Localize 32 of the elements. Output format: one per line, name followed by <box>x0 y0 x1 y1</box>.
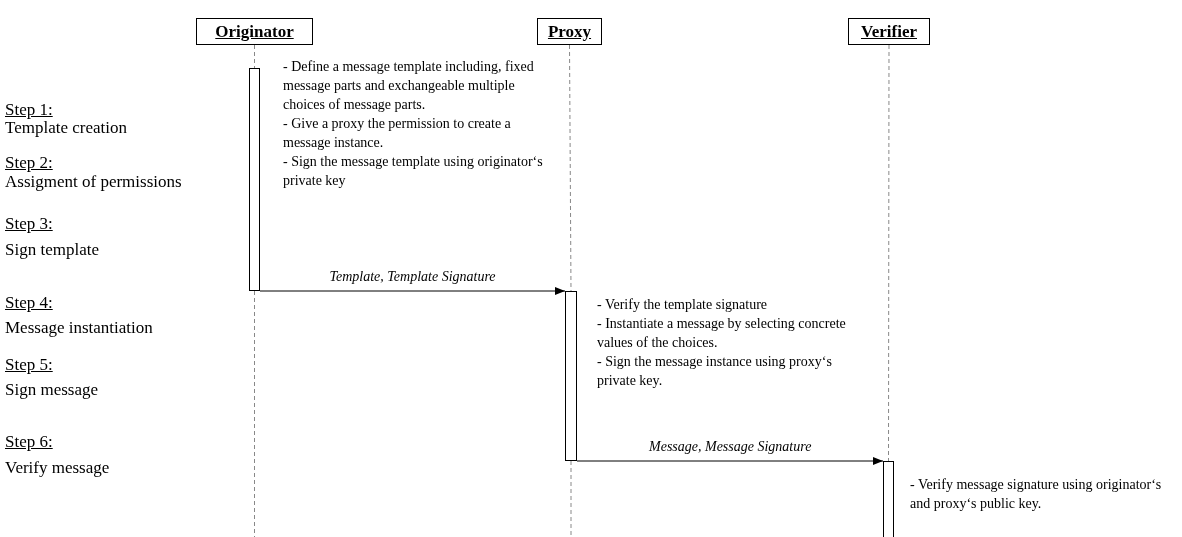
edge-label: Template, Template Signature <box>327 269 498 285</box>
note-text: - Instantiate a message by selecting concrete values of the choices. <box>597 315 847 352</box>
note-text: - Sign the message instance using proxy‘s private key. <box>597 353 833 390</box>
activation-bar <box>883 461 894 537</box>
step-title: Verify message <box>5 458 110 478</box>
step-title: Assigment of permissions <box>5 172 182 192</box>
lifeline <box>254 44 255 69</box>
step-number: Step 3: <box>5 214 53 234</box>
step-title: Message instantiation <box>5 318 153 338</box>
note-text: - Define a message template including, fixed message parts and exchangeable multiple choices of message parts. <box>283 58 535 114</box>
note-text: - Verify message signature using originator‘s and proxy‘s public key. <box>910 476 1163 513</box>
lifeline-header: Proxy <box>537 18 602 45</box>
step-title: Sign message <box>5 380 99 400</box>
message-arrow <box>259 287 566 295</box>
step-number: Step 2: <box>5 153 53 173</box>
message-arrow <box>576 457 884 465</box>
lifeline-header: Verifier <box>848 18 930 45</box>
step-number: Step 1: <box>5 100 53 120</box>
edge-label: Message, Message Signature <box>647 439 814 455</box>
lifeline <box>569 44 572 292</box>
lifeline-header: Originator <box>196 18 313 45</box>
lifeline <box>888 44 890 462</box>
step-title: Sign template <box>5 240 99 260</box>
step-title: Template creation <box>5 118 127 138</box>
step-number: Step 6: <box>5 432 53 452</box>
note-text: - Sign the message template using originator‘s private key <box>283 153 544 190</box>
activation-bar <box>565 291 577 461</box>
note-text: - Verify the template signature <box>597 296 769 314</box>
activation-bar <box>249 68 260 291</box>
step-number: Step 5: <box>5 355 53 375</box>
note-text: - Give a proxy the permission to create a message instance. <box>283 115 512 152</box>
step-number: Step 4: <box>5 293 53 313</box>
